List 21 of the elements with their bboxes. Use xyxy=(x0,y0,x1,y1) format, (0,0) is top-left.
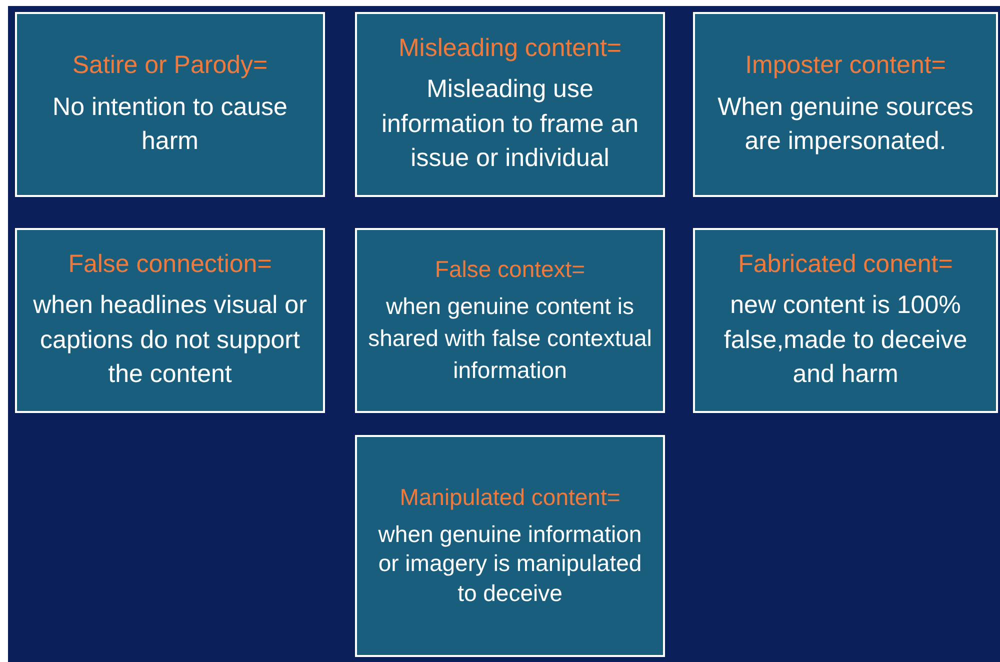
definition-box xyxy=(693,228,998,413)
definition-box xyxy=(693,12,998,197)
box-description: new content is 100% false,made to deceive and harm xyxy=(722,290,968,390)
box-description: Misleading use information to frame an issue or individual xyxy=(380,74,640,174)
definition-box xyxy=(15,12,325,197)
box-heading: False context= xyxy=(434,254,586,284)
box-heading: Manipulated content= xyxy=(400,482,620,512)
box-heading: False connection= xyxy=(68,249,272,280)
definition-box xyxy=(355,435,665,657)
definition-box xyxy=(15,228,325,413)
box-description: when genuine information or imagery is manipulated to deceive xyxy=(377,520,643,608)
box-heading: Misleading content= xyxy=(398,33,622,64)
box-description: When genuine sources are impersonated. xyxy=(716,92,974,158)
box-heading: Imposter content= xyxy=(745,50,946,82)
definition-box xyxy=(355,12,665,197)
box-description: when headlines visual or captions do not support the content xyxy=(32,290,308,390)
box-description: No intention to cause harm xyxy=(52,92,288,158)
box-heading: Fabricated conent= xyxy=(738,249,953,280)
definition-box xyxy=(355,228,665,413)
box-description: when genuine content is shared with false contextual information xyxy=(367,292,653,385)
box-heading: Satire or Parody= xyxy=(72,50,268,82)
